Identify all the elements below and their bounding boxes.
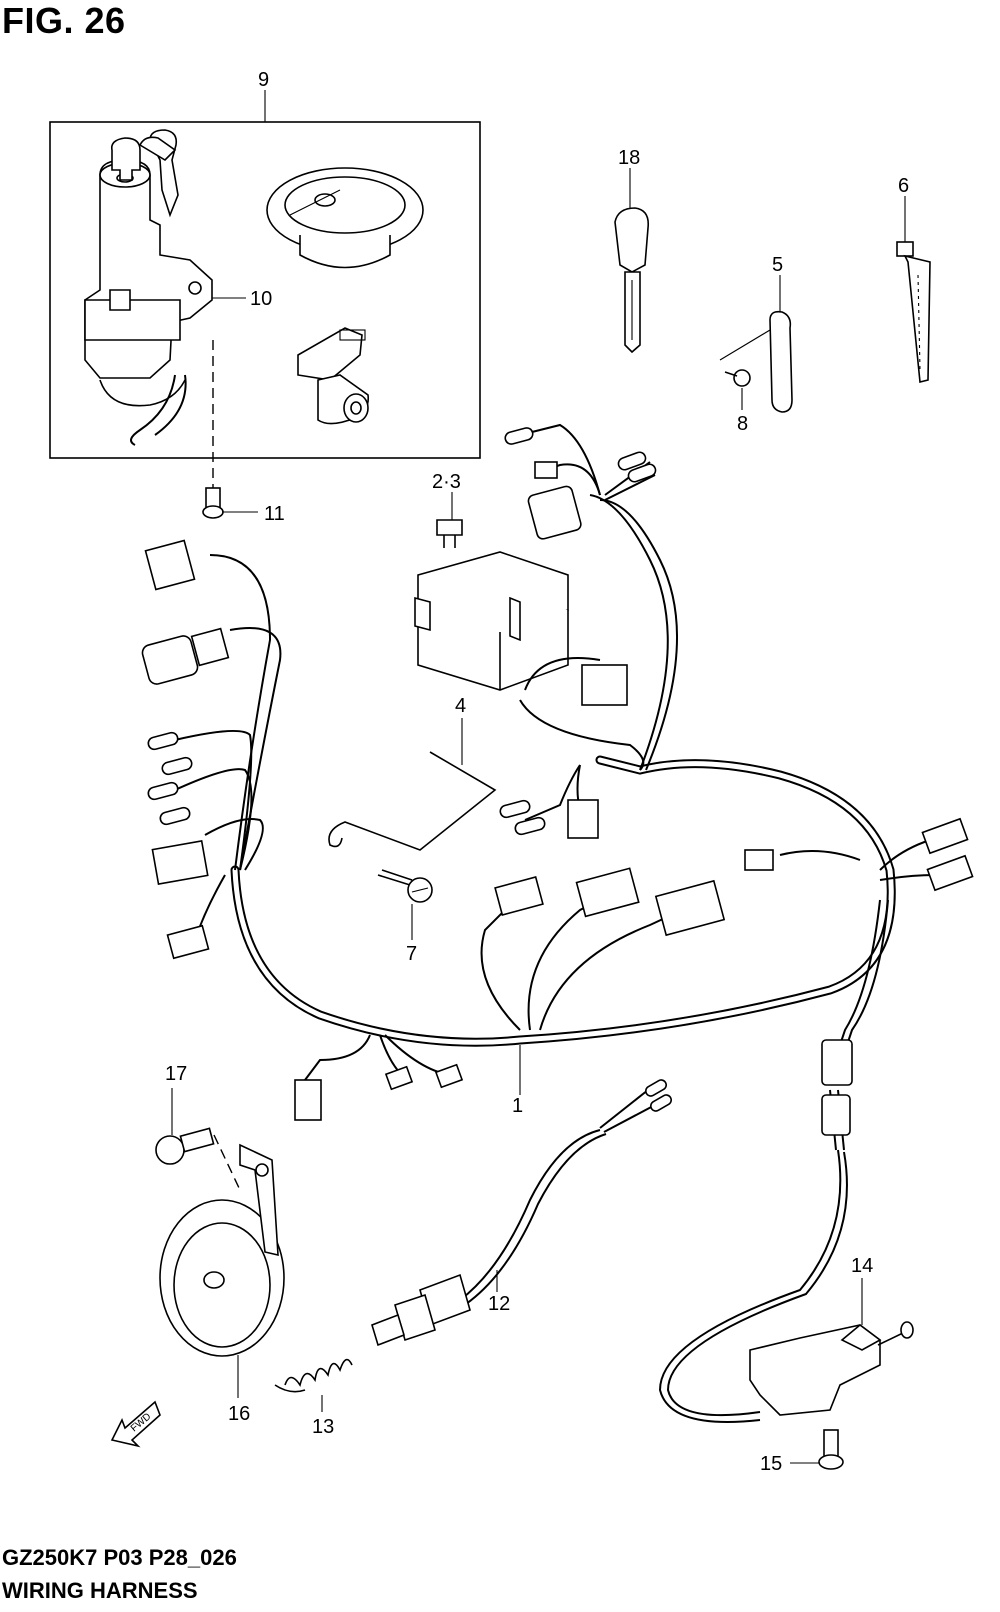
callout-16: 16 xyxy=(228,1403,250,1425)
model-code: GZ250K7 P03 P28_026 xyxy=(2,1545,237,1570)
callout-4: 4 xyxy=(455,695,466,717)
screw-7[interactable] xyxy=(377,869,433,940)
callout-17: 17 xyxy=(165,1063,187,1085)
key-blank[interactable] xyxy=(614,168,650,354)
fuel-tank-cap-lock[interactable] xyxy=(266,167,424,269)
callout-8: 8 xyxy=(737,413,748,435)
callout-10: 10 xyxy=(250,288,272,310)
callout-13: 13 xyxy=(312,1416,334,1438)
bracket-wire-4[interactable] xyxy=(328,718,497,851)
callout-11: 11 xyxy=(264,503,285,525)
brake-switch-spring[interactable] xyxy=(274,1358,353,1412)
fuse-2-3[interactable] xyxy=(436,492,463,548)
fwd-arrow-icon: FWD xyxy=(110,1400,161,1448)
callout-1: 1 xyxy=(512,1095,523,1117)
callout-15: 15 xyxy=(760,1453,782,1475)
callout-6: 6 xyxy=(898,175,909,197)
seat-lock[interactable] xyxy=(297,327,370,425)
fuse-box[interactable] xyxy=(414,551,569,691)
rear-brake-light-switch[interactable] xyxy=(371,1078,673,1347)
ignition-switch-set[interactable] xyxy=(49,90,481,459)
diagram-name: WIRING HARNESS xyxy=(2,1578,198,1603)
horn[interactable] xyxy=(159,1143,285,1398)
ignition-switch[interactable] xyxy=(84,129,213,446)
bolt-15[interactable] xyxy=(790,1429,844,1470)
callout-18: 18 xyxy=(618,147,640,169)
bolt-11[interactable] xyxy=(202,487,258,519)
callout-14: 14 xyxy=(851,1255,873,1277)
cable-tie-6[interactable] xyxy=(896,196,931,384)
side-stand-switch[interactable] xyxy=(658,1089,914,1423)
callout-9: 9 xyxy=(258,69,269,91)
figure-title: FIG. 26 xyxy=(2,0,126,41)
callout-12: 12 xyxy=(488,1293,510,1315)
clamp-5[interactable] xyxy=(769,275,793,413)
main-wiring-harness[interactable] xyxy=(174,423,936,1095)
callout-5: 5 xyxy=(772,254,783,276)
callout-7: 7 xyxy=(406,943,417,965)
bolt-17[interactable] xyxy=(155,1088,241,1191)
screw-8[interactable] xyxy=(719,329,771,410)
harness-connectors xyxy=(141,427,974,1121)
callout-2-3: 2·3 xyxy=(432,471,461,493)
